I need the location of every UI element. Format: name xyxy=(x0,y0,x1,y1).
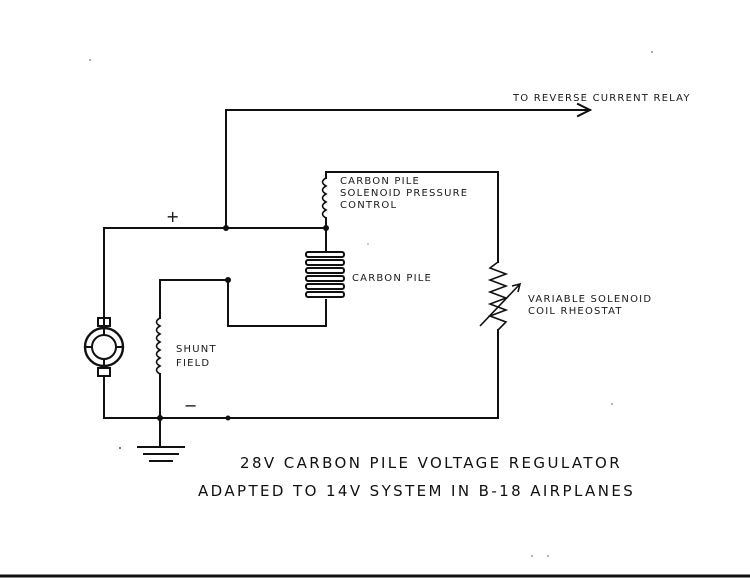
positive-bus xyxy=(103,227,327,326)
label-minus: − xyxy=(184,396,197,415)
label-plus: + xyxy=(166,207,179,226)
wire-pile-to-shunt xyxy=(227,279,327,327)
paper-specks xyxy=(89,51,653,557)
label-rheostat-line1: VARIABLE SOLENOID xyxy=(528,294,652,305)
wire-coil-to-rheostat xyxy=(325,171,499,263)
label-to-relay: TO REVERSE CURRENT RELAY xyxy=(512,93,691,104)
solenoid-coil-icon xyxy=(321,171,328,229)
title-line1: 28V CARBON PILE VOLTAGE REGULATOR xyxy=(240,454,622,472)
relay-arrow-icon xyxy=(576,102,593,118)
wire-to-relay xyxy=(225,109,591,229)
carbon-pile-icon xyxy=(305,251,345,298)
junction-dots xyxy=(157,225,329,421)
label-carbon-pile: CARBON PILE xyxy=(352,273,432,284)
generator-icon xyxy=(83,317,125,418)
label-shunt-line2: FIELD xyxy=(176,358,210,369)
label-rheostat-line2: COIL RHEOSTAT xyxy=(528,306,623,317)
wire-rheostat-to-ground xyxy=(103,329,499,419)
label-shunt-line1: SHUNT xyxy=(176,344,217,355)
wiring xyxy=(103,102,593,462)
shunt-field-coil-icon xyxy=(155,317,162,375)
title-line2: ADAPTED TO 14V SYSTEM IN B-18 AIRPLANES xyxy=(198,482,635,500)
wire-shunt-top xyxy=(159,279,229,319)
ground-icon xyxy=(137,446,185,462)
rheostat-icon xyxy=(479,261,522,331)
label-solenoid-line3: CONTROL xyxy=(340,200,397,211)
label-solenoid-line2: SOLENOID PRESSURE xyxy=(340,188,468,199)
label-solenoid-line1: CARBON PILE xyxy=(340,176,420,187)
